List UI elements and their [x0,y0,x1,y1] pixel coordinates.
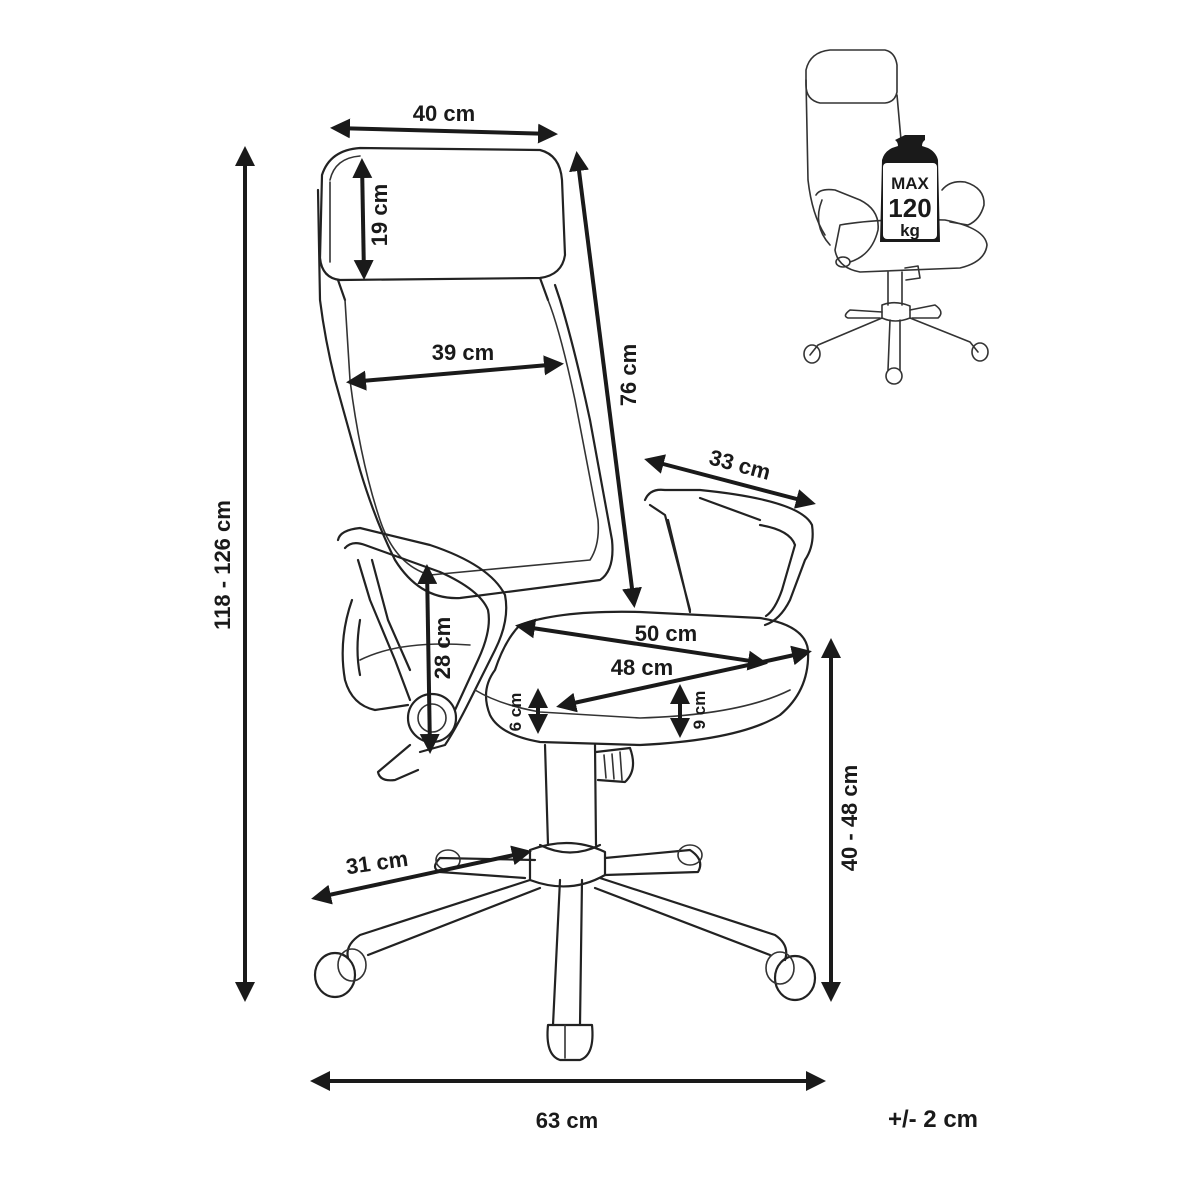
weight-icon [880,135,940,242]
dimension-labels: 40 cm 19 cm 39 cm 76 cm 33 cm 50 cm 48 c… [210,101,862,1133]
label-seat-thickness-side: 9 cm [690,691,709,730]
dimension-arrows [235,118,841,1091]
label-base-width: 63 cm [536,1108,598,1133]
label-seat-thickness-front: 6 cm [506,693,525,732]
max-load-line1: MAX [891,174,929,193]
max-load-line2: 120 [888,193,931,223]
label-headrest-height: 19 cm [367,184,392,246]
label-back-width: 39 cm [432,340,494,365]
label-total-height: 118 - 126 cm [210,500,235,630]
label-leg-length: 31 cm [344,846,409,879]
chair-outline [313,146,817,1062]
caster-back-right [677,844,703,866]
label-back-height: 76 cm [616,344,641,406]
caster-left [313,948,367,999]
label-headrest-width: 40 cm [413,101,475,126]
label-armrest-height: 28 cm [430,617,455,679]
label-seat-height: 40 - 48 cm [837,765,862,871]
caster-front [546,1023,594,1062]
label-seat-width: 50 cm [635,621,697,646]
max-load-illustration: MAX 120 kg [803,49,989,385]
tolerance-note: +/- 2 cm [887,1106,978,1133]
caster-right [765,951,817,1002]
label-seat-depth: 48 cm [611,655,673,680]
max-load-line3: kg [900,221,920,240]
